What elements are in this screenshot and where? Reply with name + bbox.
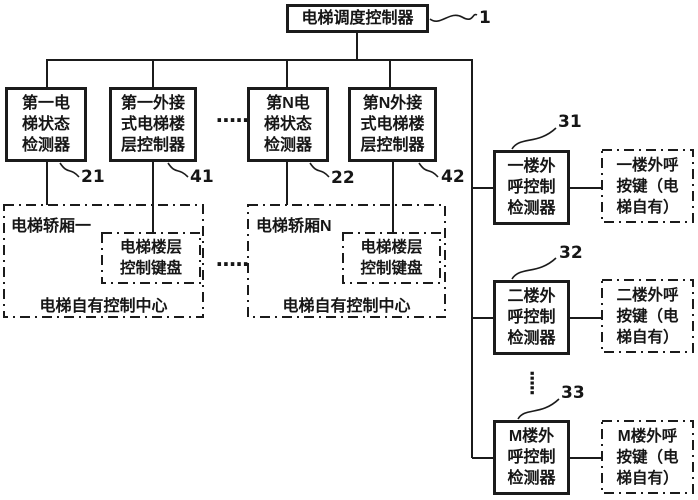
carN-keyboard-border bbox=[342, 232, 441, 284]
box-text-line: 控制键盘 bbox=[119, 260, 182, 277]
ref-label-41: 41 bbox=[190, 167, 214, 187]
leader-ref-22 bbox=[309, 162, 330, 178]
ref-label-32: 32 bbox=[559, 243, 583, 263]
floor1-button-border bbox=[601, 149, 694, 223]
box-text-line: 检测器 bbox=[21, 137, 70, 154]
elevatorN-external-floor-controller-box: 第N外接 式电梯楼 层控制器 bbox=[348, 87, 437, 162]
dispatch-controller-label: 电梯调度控制器 bbox=[301, 9, 414, 27]
car1-group-border bbox=[3, 204, 204, 318]
ellipsis-between-car-groups: ····· bbox=[215, 252, 250, 276]
ref-label-21: 21 bbox=[81, 167, 105, 187]
leader-ref-31 bbox=[511, 127, 557, 150]
floor2-button-border bbox=[601, 279, 694, 353]
floor2-outcall-detector-box: 二楼外 呼控制 检测器 bbox=[493, 280, 570, 355]
leader-ref-32 bbox=[511, 257, 557, 280]
box-text-line: 第一外接 bbox=[120, 95, 185, 112]
box-text-line: 式电梯楼 bbox=[120, 116, 185, 133]
box-text-line: 检测器 bbox=[263, 137, 312, 154]
floorM-button-border bbox=[601, 420, 694, 494]
box-text-line: 第一电 bbox=[21, 95, 70, 112]
box-text-line: 梯状态 bbox=[21, 116, 70, 133]
box-text-line: 电梯楼层 bbox=[119, 239, 182, 256]
ref-label-33: 33 bbox=[561, 383, 585, 403]
leader-ref-41 bbox=[167, 162, 189, 178]
box-text-line: 呼控制 bbox=[507, 309, 556, 326]
car1-floor-control-keyboard-box: 电梯楼层 控制键盘 bbox=[102, 233, 200, 283]
ref-label-31: 31 bbox=[558, 112, 582, 132]
floor2-outcall-button-box: 二楼外呼 按键（电 梯自有） bbox=[602, 280, 693, 352]
box-text-line: 检测器 bbox=[507, 200, 556, 217]
leader-ref-1 bbox=[429, 13, 478, 22]
floor1-outcall-detector-box: 一楼外 呼控制 检测器 bbox=[493, 150, 570, 225]
carN-floor-control-keyboard-box: 电梯楼层 控制键盘 bbox=[343, 233, 440, 283]
box-text-line: 一楼外呼 bbox=[616, 156, 679, 174]
floor1-outcall-button-box: 一楼外呼 按键（电 梯自有） bbox=[602, 150, 693, 222]
box-text-line: 呼控制 bbox=[507, 179, 556, 196]
leader-ref-21 bbox=[59, 162, 80, 178]
box-text-line: 检测器 bbox=[507, 330, 556, 347]
ref-label-42: 42 bbox=[441, 167, 465, 187]
floorM-outcall-detector-box: M楼外 呼控制 检测器 bbox=[493, 420, 570, 495]
ellipsis-between-floor-detectors: ····· bbox=[521, 369, 542, 395]
elevatorN-status-detector-box: 第N电 梯状态 检测器 bbox=[247, 87, 329, 162]
dispatch-controller-box: 电梯调度控制器 bbox=[286, 4, 429, 33]
box-text-line: 按键（电 bbox=[616, 177, 679, 195]
box-text-line: 第N电 bbox=[266, 95, 310, 112]
box-text-line: 按键（电 bbox=[616, 448, 679, 466]
box-text-line: 层控制器 bbox=[360, 137, 425, 154]
elevator1-external-floor-controller-box: 第一外接 式电梯楼 层控制器 bbox=[109, 87, 197, 162]
box-text-line: 式电梯楼 bbox=[360, 116, 425, 133]
ref-label-22: 22 bbox=[331, 168, 355, 188]
box-text-line: 层控制器 bbox=[120, 137, 185, 154]
leader-ref-33 bbox=[517, 398, 560, 420]
box-text-line: 第N外接 bbox=[362, 95, 423, 112]
box-text-line: 梯自有） bbox=[616, 198, 679, 216]
ref-label-1: 1 bbox=[479, 8, 491, 28]
carN-title: 电梯轿厢N bbox=[256, 218, 332, 235]
elevator1-status-detector-box: 第一电 梯状态 检测器 bbox=[5, 87, 87, 162]
car1-own-control-center-label: 电梯自有控制中心 bbox=[39, 298, 168, 315]
car1-keyboard-border bbox=[101, 232, 201, 284]
box-text-line: 呼控制 bbox=[507, 449, 556, 466]
carN-own-control-center-label: 电梯自有控制中心 bbox=[282, 298, 411, 315]
box-text-line: 电梯楼层 bbox=[360, 239, 423, 256]
box-text-line: 检测器 bbox=[507, 470, 556, 487]
leader-ref-42 bbox=[418, 162, 439, 178]
floorM-outcall-button-box: M楼外呼 按键（电 梯自有） bbox=[602, 421, 693, 493]
box-text-line: M楼外呼 bbox=[617, 427, 678, 445]
box-text-line: 梯状态 bbox=[263, 116, 312, 133]
box-text-line: 控制键盘 bbox=[360, 260, 423, 277]
box-text-line: 梯自有） bbox=[616, 469, 679, 487]
box-text-line: 按键（电 bbox=[616, 307, 679, 325]
box-text-line: 一楼外 bbox=[507, 158, 556, 175]
box-text-line: 梯自有） bbox=[616, 328, 679, 346]
box-text-line: M楼外 bbox=[508, 428, 555, 445]
box-text-line: 二楼外 bbox=[507, 288, 556, 305]
ellipsis-between-detector-boxes: ····· bbox=[215, 108, 250, 132]
box-text-line: 二楼外呼 bbox=[616, 286, 679, 304]
car1-title: 电梯轿厢一 bbox=[11, 218, 92, 235]
